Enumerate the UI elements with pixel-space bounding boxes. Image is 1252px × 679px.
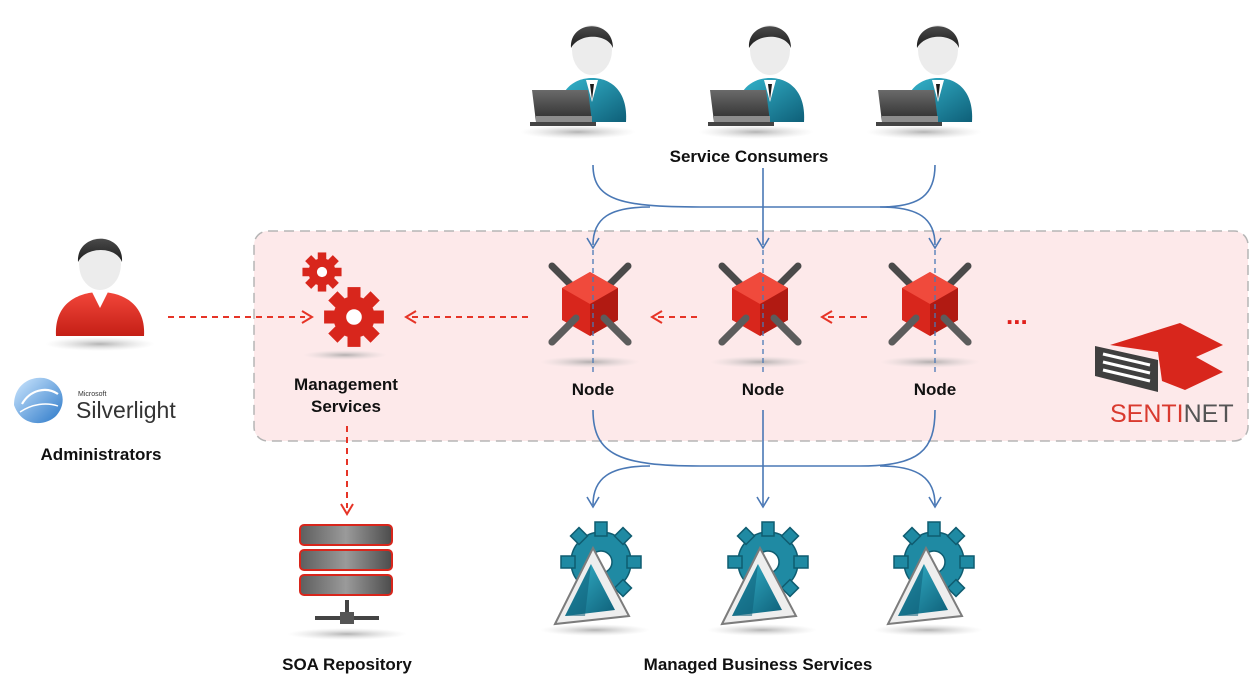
consumer-to-node-flows xyxy=(586,164,942,250)
silverlight-microsoft-text: Microsoft xyxy=(78,391,106,398)
service-consumer-icon-1 xyxy=(520,25,636,139)
silverlight-logo-icon: Microsoft Silverlight xyxy=(14,377,176,424)
business-service-icon-3 xyxy=(872,521,984,637)
service-consumer-icon-2 xyxy=(698,25,814,139)
node-label-3: Node xyxy=(914,380,957,399)
administrators-label: Administrators xyxy=(41,445,162,464)
management-services-label-line1: Management xyxy=(294,375,398,394)
service-consumer-icon-3 xyxy=(866,25,982,139)
business-service-icon-1 xyxy=(539,521,651,637)
database-server-icon xyxy=(287,524,407,640)
administrator-icon xyxy=(45,238,155,351)
silverlight-name-text: Silverlight xyxy=(76,397,176,423)
soa-repository-label: SOA Repository xyxy=(282,655,412,674)
management-services-label-line2: Services xyxy=(311,397,381,416)
node-pass-through-lines xyxy=(592,250,936,372)
node-label-2: Node xyxy=(742,380,785,399)
management-flows xyxy=(168,310,872,516)
sentinet-logo-icon xyxy=(1095,323,1223,392)
service-consumers-label: Service Consumers xyxy=(670,147,829,166)
sentinet-wordmark-part2: NET xyxy=(1184,400,1234,428)
more-nodes-ellipsis: ... xyxy=(1006,300,1028,330)
sentinet-wordmark: SENTINET xyxy=(1110,400,1234,428)
sentinet-zone xyxy=(253,230,1249,442)
node-label-1: Node xyxy=(572,380,615,399)
node-to-service-flows xyxy=(586,409,942,509)
sentinet-wordmark-part1: SENTI xyxy=(1110,400,1184,428)
business-service-icon-2 xyxy=(706,521,818,637)
management-gears-icon xyxy=(302,252,387,360)
managed-business-services-label: Managed Business Services xyxy=(644,655,873,674)
